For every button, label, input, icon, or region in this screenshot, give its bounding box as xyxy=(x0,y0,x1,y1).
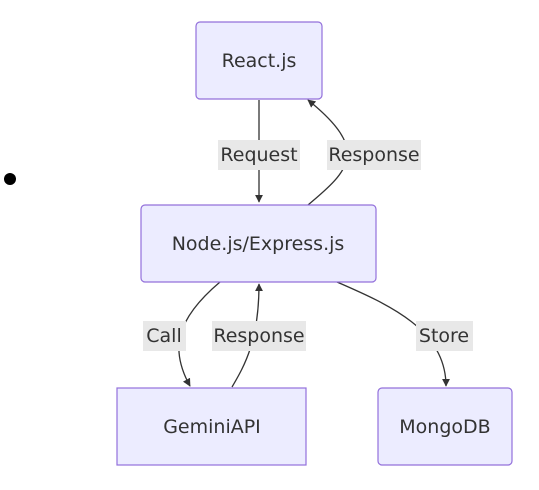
node-gemini-label: GeminiAPI xyxy=(163,416,261,438)
edge-label-call: Call xyxy=(143,321,186,351)
node-express: Node.js/Express.js xyxy=(140,204,377,283)
list-bullet xyxy=(4,173,16,185)
edge-node-to-mongo xyxy=(336,281,450,387)
edge-label-store: Store xyxy=(416,321,473,351)
edge-label-response-top-text: Response xyxy=(328,144,419,166)
edge-label-call-text: Call xyxy=(146,325,181,347)
node-mongodb: MongoDB xyxy=(377,387,513,466)
node-react-label: React.js xyxy=(222,50,297,72)
edge-label-request: Request xyxy=(218,140,300,170)
edge-label-request-text: Request xyxy=(220,144,297,166)
edge-label-store-text: Store xyxy=(419,325,469,347)
node-mongodb-label: MongoDB xyxy=(399,416,490,438)
edge-label-response-bottom-text: Response xyxy=(213,325,304,347)
node-express-label: Node.js/Express.js xyxy=(172,233,345,255)
edge-label-response-bottom: Response xyxy=(212,321,306,351)
edge-label-response-top: Response xyxy=(327,140,421,170)
node-gemini: GeminiAPI xyxy=(116,387,307,466)
node-react: React.js xyxy=(195,21,323,100)
